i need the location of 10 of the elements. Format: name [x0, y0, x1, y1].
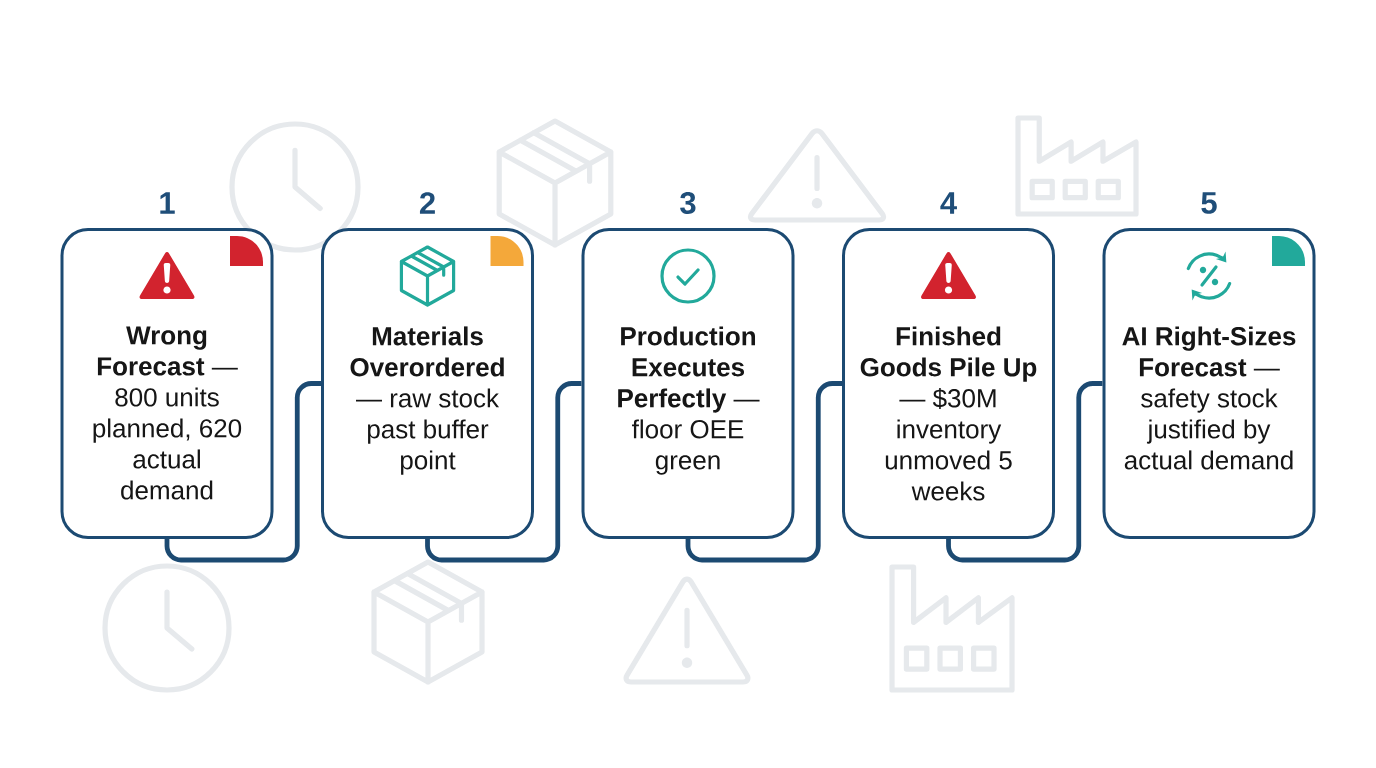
- step-number: 1: [160, 192, 175, 214]
- step-card: AI Right-Sizes Forecast — safety stock justified by actual demand: [1102, 228, 1316, 539]
- step-number: 3: [680, 192, 696, 214]
- step-card: Finished Goods Pile Up — $30M inventory unmoved 5 weeks: [842, 228, 1055, 539]
- step-card: Materials Overordered — raw stock past buffer point: [321, 228, 534, 539]
- step-card: Production Executes Perfectly — floor OEE green: [581, 228, 795, 539]
- step-number: 2: [419, 192, 435, 214]
- step-card: Wrong Forecast — 800 units planned, 620 actual demand: [60, 228, 274, 539]
- step-number: 4: [940, 192, 957, 214]
- step-number: 5: [1201, 192, 1217, 214]
